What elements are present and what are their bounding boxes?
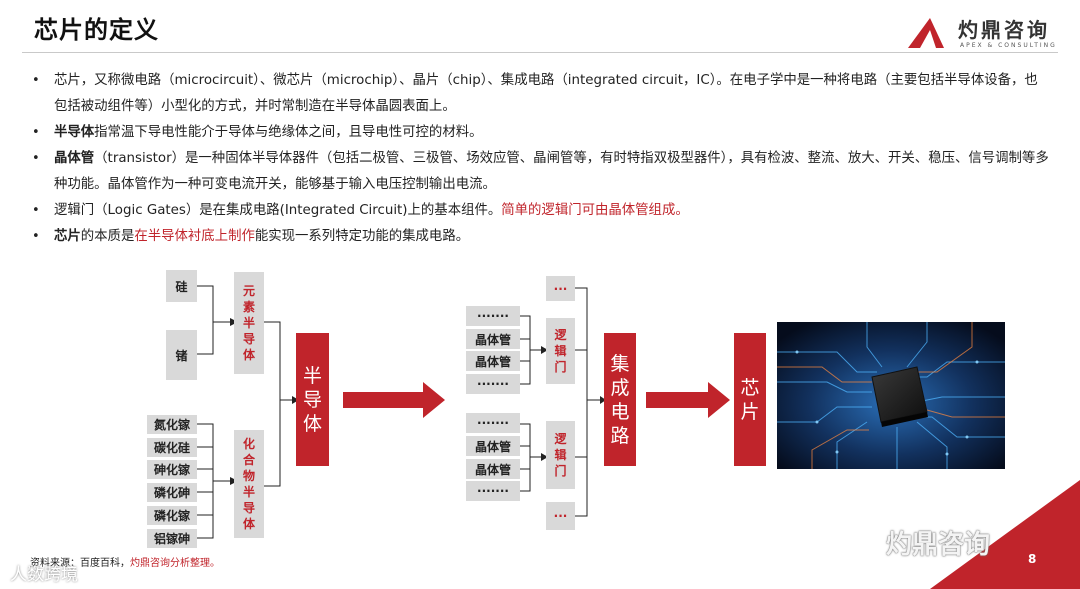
gate-ellipsis-bottom: ··· [546, 502, 575, 530]
element-ge: 锗 [166, 330, 197, 380]
bullet-chip: 芯片，又称微电路（microcircuit）、微芯片（microchip）、晶片… [30, 68, 1050, 120]
transistor-item: 晶体管 [466, 459, 520, 479]
transistor-item: 晶体管 [466, 351, 520, 371]
transistor-dots: ······· [466, 374, 520, 394]
compound-semiconductor-box: 化合物半导体 [234, 430, 264, 538]
title-divider [22, 52, 1058, 53]
logo-text-zh: 灼鼎咨询 [958, 14, 1050, 43]
transistor-dots: ······· [466, 481, 520, 501]
integrated-circuit-label: 集成电路 [610, 352, 630, 448]
gate-ellipsis-top: ··· [546, 276, 575, 301]
semiconductor-box: 半导体 [296, 333, 329, 466]
logic-gate-label: 逻辑门 [554, 431, 568, 479]
compound-item: 铝镓砷 [147, 529, 197, 548]
compound-item: 磷化镓 [147, 506, 197, 525]
watermark-brand: 灼鼎咨询 [886, 524, 990, 561]
compound-item: 氮化镓 [147, 415, 197, 434]
bullet-logic-gates: 逻辑门（Logic Gates）是在集成电路(Integrated Circui… [30, 198, 1050, 224]
transistor-dots: ······· [466, 306, 520, 326]
page-title: 芯片的定义 [34, 10, 159, 45]
watermark-left: 人数跨境 [10, 560, 78, 585]
compound-item: 磷化砷 [147, 483, 197, 502]
logic-gate-label: 逻辑门 [554, 327, 568, 375]
chip-photo [777, 322, 1005, 469]
arrow-ic-to-chip [646, 382, 730, 418]
brand-logo: 灼鼎咨询 APEX & CONSULTING [906, 14, 1066, 54]
transistor-item: 晶体管 [466, 329, 520, 349]
element-si: 硅 [166, 270, 197, 302]
logic-gate-box: 逻辑门 [546, 421, 575, 489]
integrated-circuit-box: 集成电路 [604, 333, 636, 466]
compound-item: 砷化镓 [147, 460, 197, 479]
triangle-logo-icon [906, 16, 946, 50]
compound-semiconductor-label: 化合物半导体 [242, 436, 256, 532]
logic-gate-box: 逻辑门 [546, 318, 575, 384]
element-semiconductor-label: 元素半导体 [242, 283, 256, 363]
compound-item: 碳化硅 [147, 438, 197, 457]
logo-text-en: APEX & CONSULTING [960, 42, 1057, 49]
arrow-semi-to-transistor [343, 382, 445, 418]
definition-list: 芯片，又称微电路（microcircuit）、微芯片（microchip）、晶片… [30, 68, 1050, 250]
chip-box: 芯片 [734, 333, 766, 466]
semiconductor-label: 半导体 [303, 364, 323, 436]
page-number: 8 [1028, 552, 1036, 566]
element-semiconductor-box: 元素半导体 [234, 272, 264, 374]
bullet-transistor: 晶体管（transistor）是一种固体半导体器件（包括二极管、三极管、场效应管… [30, 146, 1050, 198]
transistor-item: 晶体管 [466, 436, 520, 456]
bullet-semiconductor: 半导体指常温下导电性能介于导体与绝缘体之间，且导电性可控的材料。 [30, 120, 1050, 146]
chip-label: 芯片 [740, 376, 760, 424]
bullet-chip-essence: 芯片的本质是在半导体衬底上制作能实现一系列特定功能的集成电路。 [30, 224, 1050, 250]
transistor-dots: ······· [466, 413, 520, 433]
